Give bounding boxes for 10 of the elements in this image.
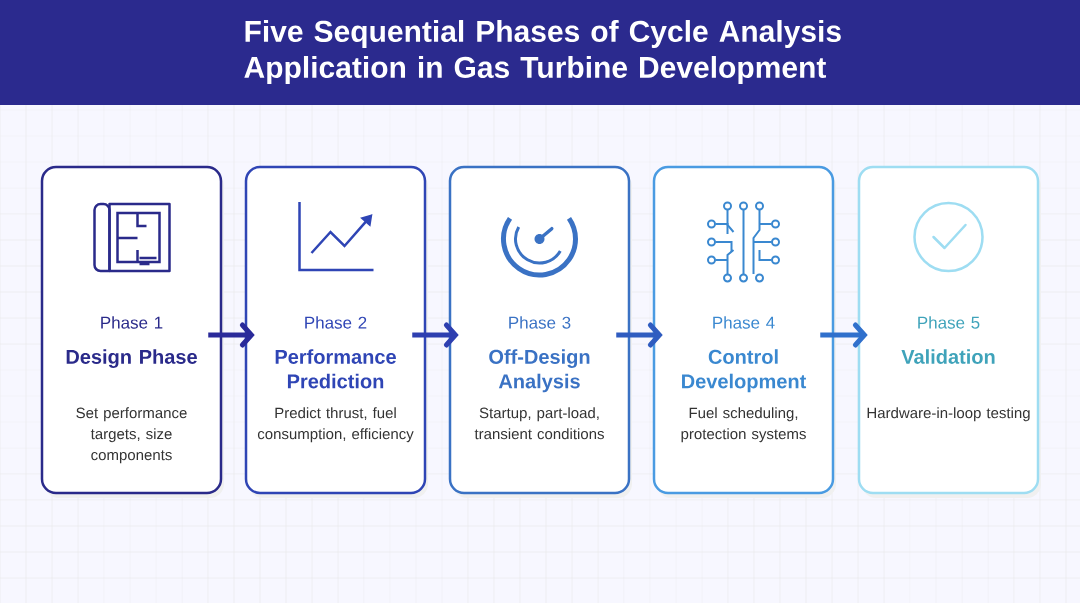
phase-card: Phase 3 Off-Design Analysis Startup, part-load, transient conditions [448,165,632,498]
phase-card: Phase 1 Design Phase Set performance targets, size components [40,165,224,498]
phase-card: Phase 2 Performance Prediction Predict thrust, fuel consumption, efficiency [244,165,428,498]
arrow [820,322,868,348]
title: Five Sequential Phases of Cycle Analysis Application in Gas Turbine Development [244,20,841,84]
phase-card: Phase 4 Control Development Fuel scheduling, protection systems [652,165,836,498]
phase-card: Phase 5 Validation Hardware-in-loop testing [857,165,1041,498]
arrow [208,322,255,348]
arrow [412,322,459,348]
arrow [616,322,663,348]
